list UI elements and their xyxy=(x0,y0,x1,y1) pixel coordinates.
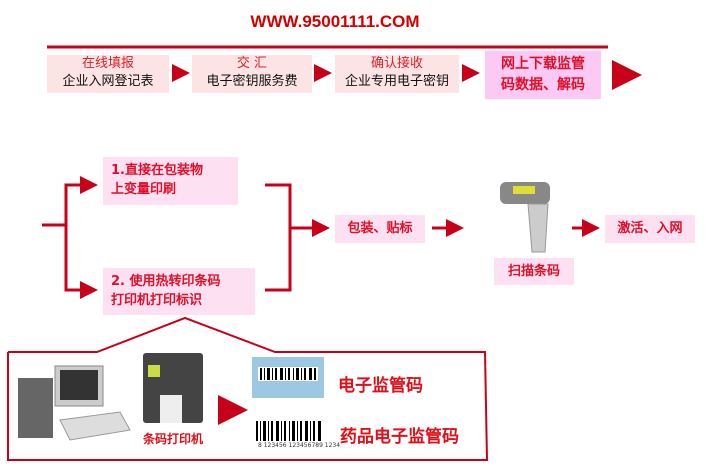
printer-icon xyxy=(143,353,203,423)
step-download: 网上下载监管 码数据、解码 xyxy=(485,51,601,99)
option-thermal-print: 2. 使用热转印条码 打印机打印标识 xyxy=(103,268,255,315)
step-detail: 企业入网登记表 xyxy=(62,74,154,89)
computer-icon xyxy=(18,365,131,441)
step-label: 交 汇 xyxy=(236,56,268,71)
barcode-label-1 xyxy=(252,357,324,398)
option-line: 1.直接在包装物 xyxy=(111,163,203,178)
step-line: 网上下载监管 xyxy=(501,56,585,72)
site-title: WWW.95001111.COM xyxy=(250,12,420,31)
step-line: 码数据、解码 xyxy=(501,77,585,93)
e-supervision-code: 电子监管码 xyxy=(338,376,423,396)
drug-e-supervision-code: 药品电子监管码 xyxy=(340,427,459,447)
activate-label: 激活、入网 xyxy=(605,215,695,243)
option-line: 2. 使用热转印条码 xyxy=(111,274,221,289)
printer-label: 条码打印机 xyxy=(143,432,204,446)
pack-label: 包装、贴标 xyxy=(335,215,425,243)
step-confirm: 确认接收 企业专用电子密钥 xyxy=(335,55,459,93)
step-label: 确认接收 xyxy=(370,56,423,71)
step-detail: 电子密钥服务费 xyxy=(206,74,298,89)
scanner-icon xyxy=(500,182,550,253)
option-line: 上变量印刷 xyxy=(111,182,177,197)
step-label: 在线填报 xyxy=(81,56,134,71)
step-remit: 交 汇 电子密钥服务费 xyxy=(192,55,312,93)
step-online-fill: 在线填报 企业入网登记表 xyxy=(47,55,169,93)
step-detail: 企业专用电子密钥 xyxy=(344,74,449,89)
barcode-digits: 8 123456 123456789 1234 xyxy=(258,442,341,449)
option-line: 打印机打印标识 xyxy=(111,293,203,308)
barcode-label-2 xyxy=(256,421,321,441)
scan-label: 扫描条码 xyxy=(494,258,574,285)
option-direct-print: 1.直接在包装物 上变量印刷 xyxy=(103,157,238,205)
